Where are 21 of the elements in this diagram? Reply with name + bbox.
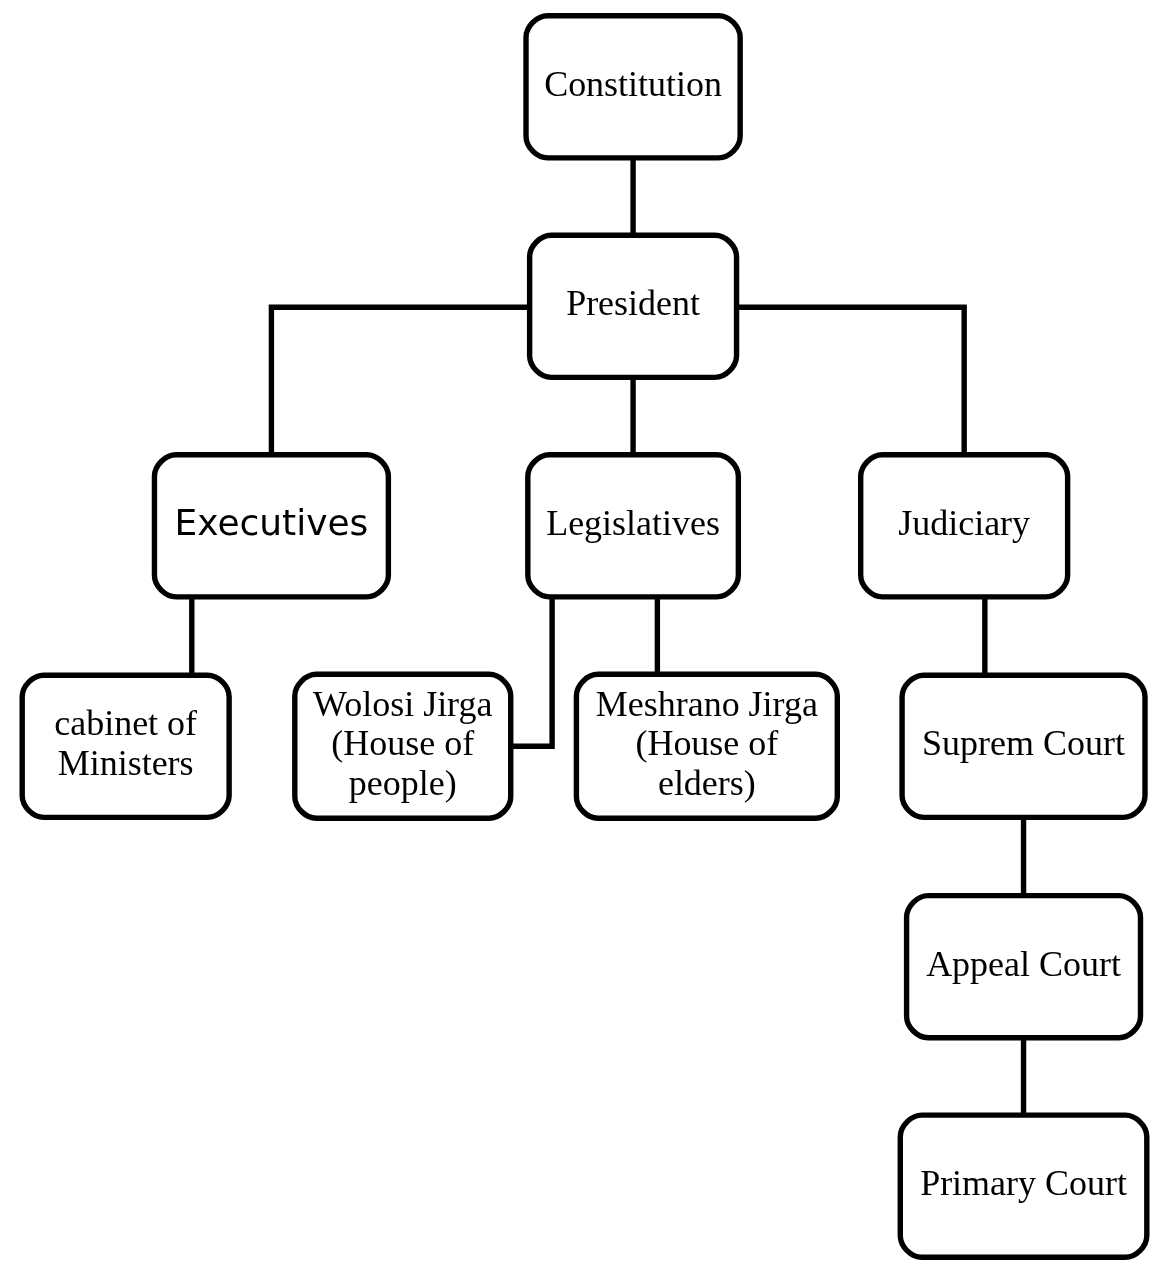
connector xyxy=(268,304,529,455)
connector xyxy=(629,158,636,235)
node-box: Meshrano Jirga (House of elders) xyxy=(573,671,840,821)
node-box: Executives xyxy=(151,452,391,600)
node-box: cabinet of Ministers xyxy=(19,672,232,821)
node-box: Appeal Court xyxy=(903,892,1143,1041)
node-box: Judiciary xyxy=(857,452,1070,600)
connector xyxy=(510,597,555,749)
connector xyxy=(188,597,194,676)
node-box: Legislatives xyxy=(524,452,741,600)
connector xyxy=(629,377,636,455)
node-box: President xyxy=(526,232,739,381)
node-box: Constitution xyxy=(522,13,743,161)
node-box: Suprem Court xyxy=(898,672,1148,821)
connector xyxy=(736,304,967,455)
node-box: Primary Court xyxy=(897,1112,1149,1260)
connector xyxy=(654,597,660,674)
connector xyxy=(981,597,988,676)
connector xyxy=(1020,1037,1026,1115)
connector xyxy=(1020,817,1026,896)
node-box: Wolosi Jirga (House of people) xyxy=(291,671,513,821)
